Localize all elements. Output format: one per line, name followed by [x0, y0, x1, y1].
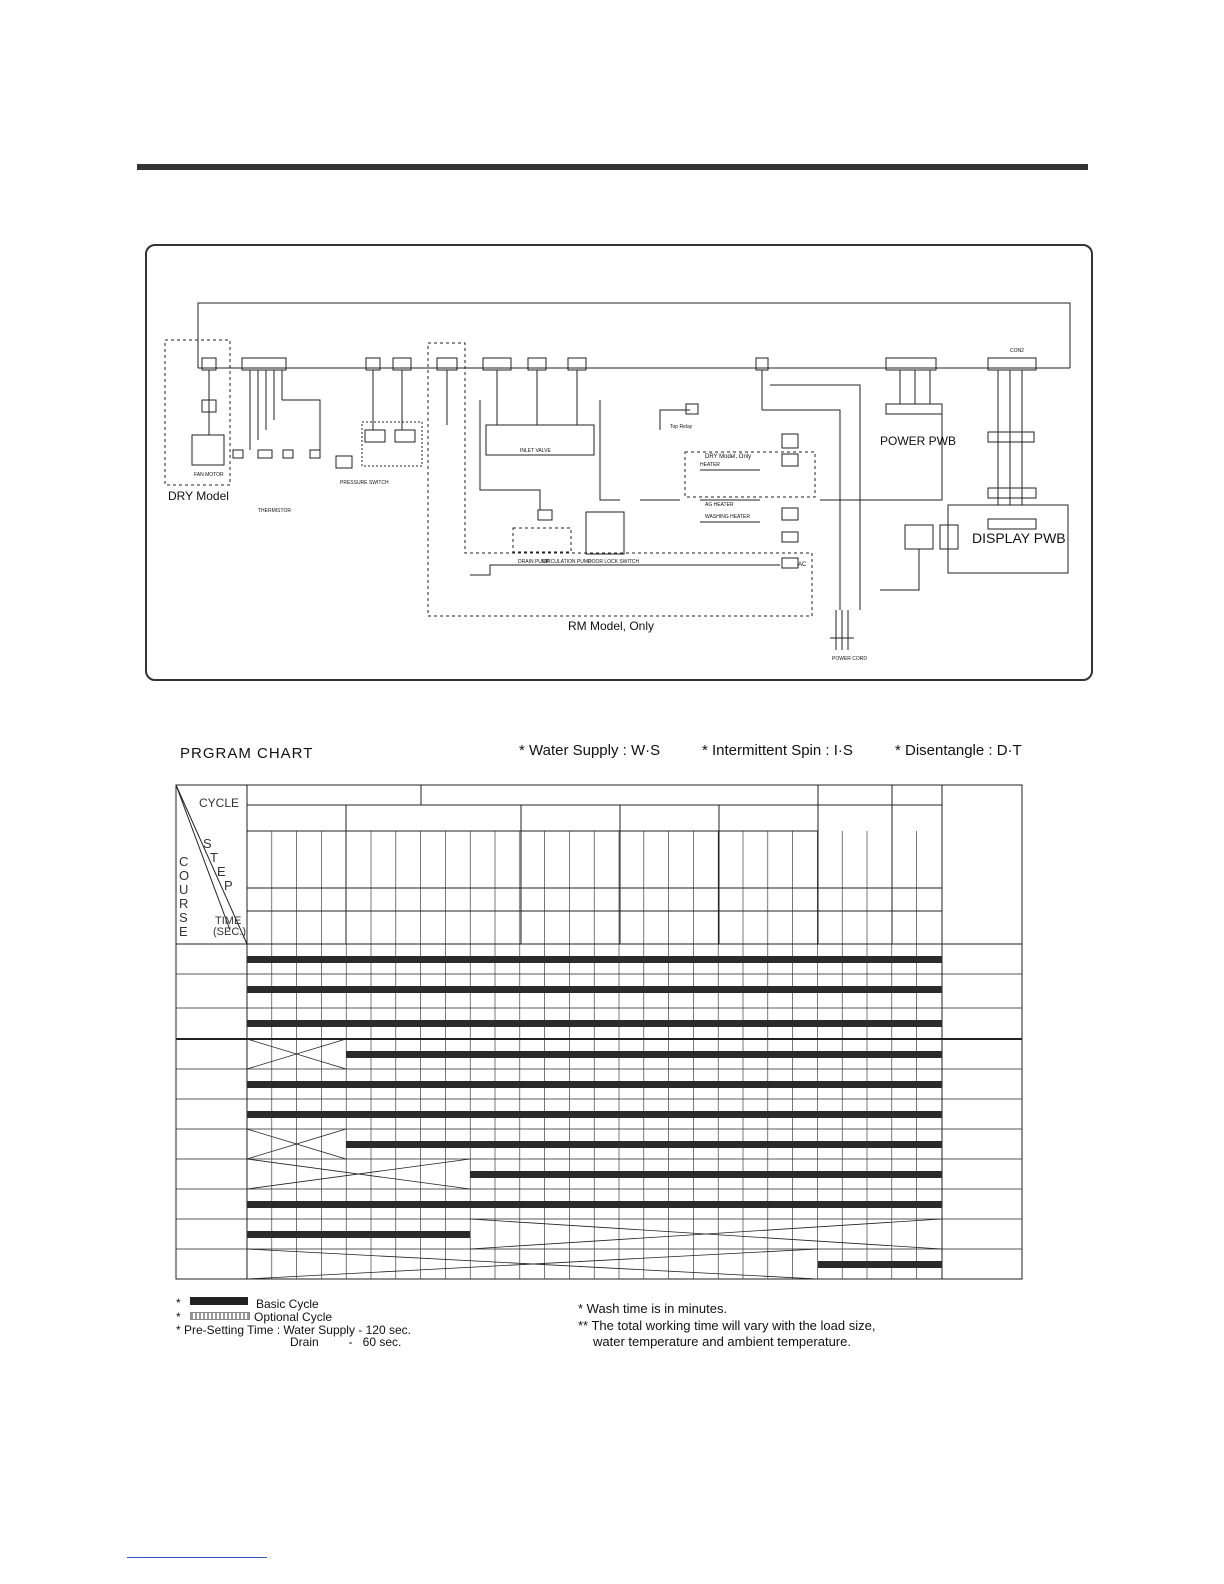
- chart-cycle-band: [346, 1051, 942, 1058]
- step-letter-t: T: [210, 850, 218, 865]
- washing-heater-label: WASHING HEATER: [705, 514, 750, 520]
- course-letter-o: O: [179, 868, 189, 883]
- time-header: TIME: [215, 915, 241, 927]
- dry-model-only-label: DRY Model, Only: [705, 454, 751, 460]
- ac-label: AC: [798, 562, 807, 568]
- rm-model-only-label: RM Model, Only: [568, 619, 654, 633]
- chart-cycle-band: [247, 956, 942, 963]
- time-unit-header: (SEC.): [213, 926, 246, 938]
- course-letter-r: R: [179, 896, 188, 911]
- inlet-valve-label: INLET VALVE: [520, 448, 552, 454]
- dry-model-label: DRY Model: [168, 489, 229, 503]
- abbr-water-supply: * Water Supply : W·S: [519, 742, 661, 759]
- cycle-header: CYCLE: [199, 796, 239, 810]
- fan-motor-label: FAN MOTOR: [194, 472, 224, 478]
- footer-rule: [127, 1557, 267, 1558]
- presetting-water-supply: * Pre-Setting Time : Water Supply - 120 …: [176, 1323, 411, 1337]
- power-pwb-label: POWER PWB: [880, 434, 956, 448]
- course-letter-s: S: [179, 910, 188, 925]
- note-working-time-2: water temperature and ambient temperatur…: [593, 1334, 851, 1349]
- step-letter-s: S: [203, 836, 212, 851]
- step-letter-e: E: [217, 864, 226, 879]
- chart-cycle-band: [247, 986, 942, 993]
- presetting-drain: Drain - 60 sec.: [290, 1335, 402, 1349]
- basic-cycle-swatch: [190, 1297, 248, 1305]
- chart-cycle-band: [247, 1231, 470, 1238]
- basic-marker: *: [176, 1296, 181, 1310]
- chart-title: PRGRAM CHART: [180, 745, 314, 762]
- course-letter-u: U: [179, 882, 188, 897]
- program-chart: CYCLE S T E P C O U R S E TIME (SEC.): [175, 784, 1023, 1280]
- note-wash-time: * Wash time is in minutes.: [578, 1301, 728, 1316]
- optional-marker: *: [176, 1310, 181, 1324]
- abbr-disentangle: * Disentangle : D·T: [895, 742, 1022, 759]
- chart-cycle-band: [346, 1141, 942, 1148]
- chart-cycle-band: [247, 1111, 942, 1118]
- optional-cycle-swatch: [190, 1312, 250, 1320]
- note-working-time-1: ** The total working time will vary with…: [578, 1318, 876, 1333]
- circulation-pump-label: CIRCULATION PUMP: [542, 559, 592, 565]
- power-cord-label: POWER CORD: [832, 656, 867, 662]
- abbr-intermittent-spin: * Intermittent Spin : I·S: [702, 742, 853, 759]
- top-relay-label: Top Relay: [670, 424, 693, 430]
- drain-pump-label: DRAIN PUMP: [518, 559, 550, 565]
- chart-cycle-band: [818, 1261, 942, 1268]
- basic-cycle-label: Basic Cycle: [256, 1297, 319, 1311]
- wiring-diagram: DRY Model FAN MOTOR THERMISTOR PRESSURE …: [164, 302, 1071, 662]
- con2-label: CON2: [1010, 348, 1024, 354]
- chart-cycle-band: [247, 1081, 942, 1088]
- course-letter-c: C: [179, 854, 188, 869]
- door-lock-switch-label: DOOR LOCK SWITCH: [588, 559, 640, 565]
- thermistor-label: THERMISTOR: [258, 508, 291, 514]
- display-pwb-label: DISPLAY PWB: [972, 530, 1066, 546]
- chart-cycle-band: [247, 1020, 942, 1027]
- header-rule: [137, 164, 1088, 170]
- ag-heater-label: AG HEATER: [705, 502, 734, 508]
- heater-label: HEATER: [700, 462, 720, 468]
- chart-cycle-band: [470, 1171, 942, 1178]
- wiring-diagram-frame: [145, 244, 1093, 681]
- chart-cycle-band: [247, 1201, 942, 1208]
- optional-cycle-label: Optional Cycle: [254, 1310, 333, 1324]
- pressure-switch-label: PRESSURE SWITCH: [340, 480, 389, 486]
- step-letter-p: P: [224, 878, 233, 893]
- course-letter-e: E: [179, 924, 188, 939]
